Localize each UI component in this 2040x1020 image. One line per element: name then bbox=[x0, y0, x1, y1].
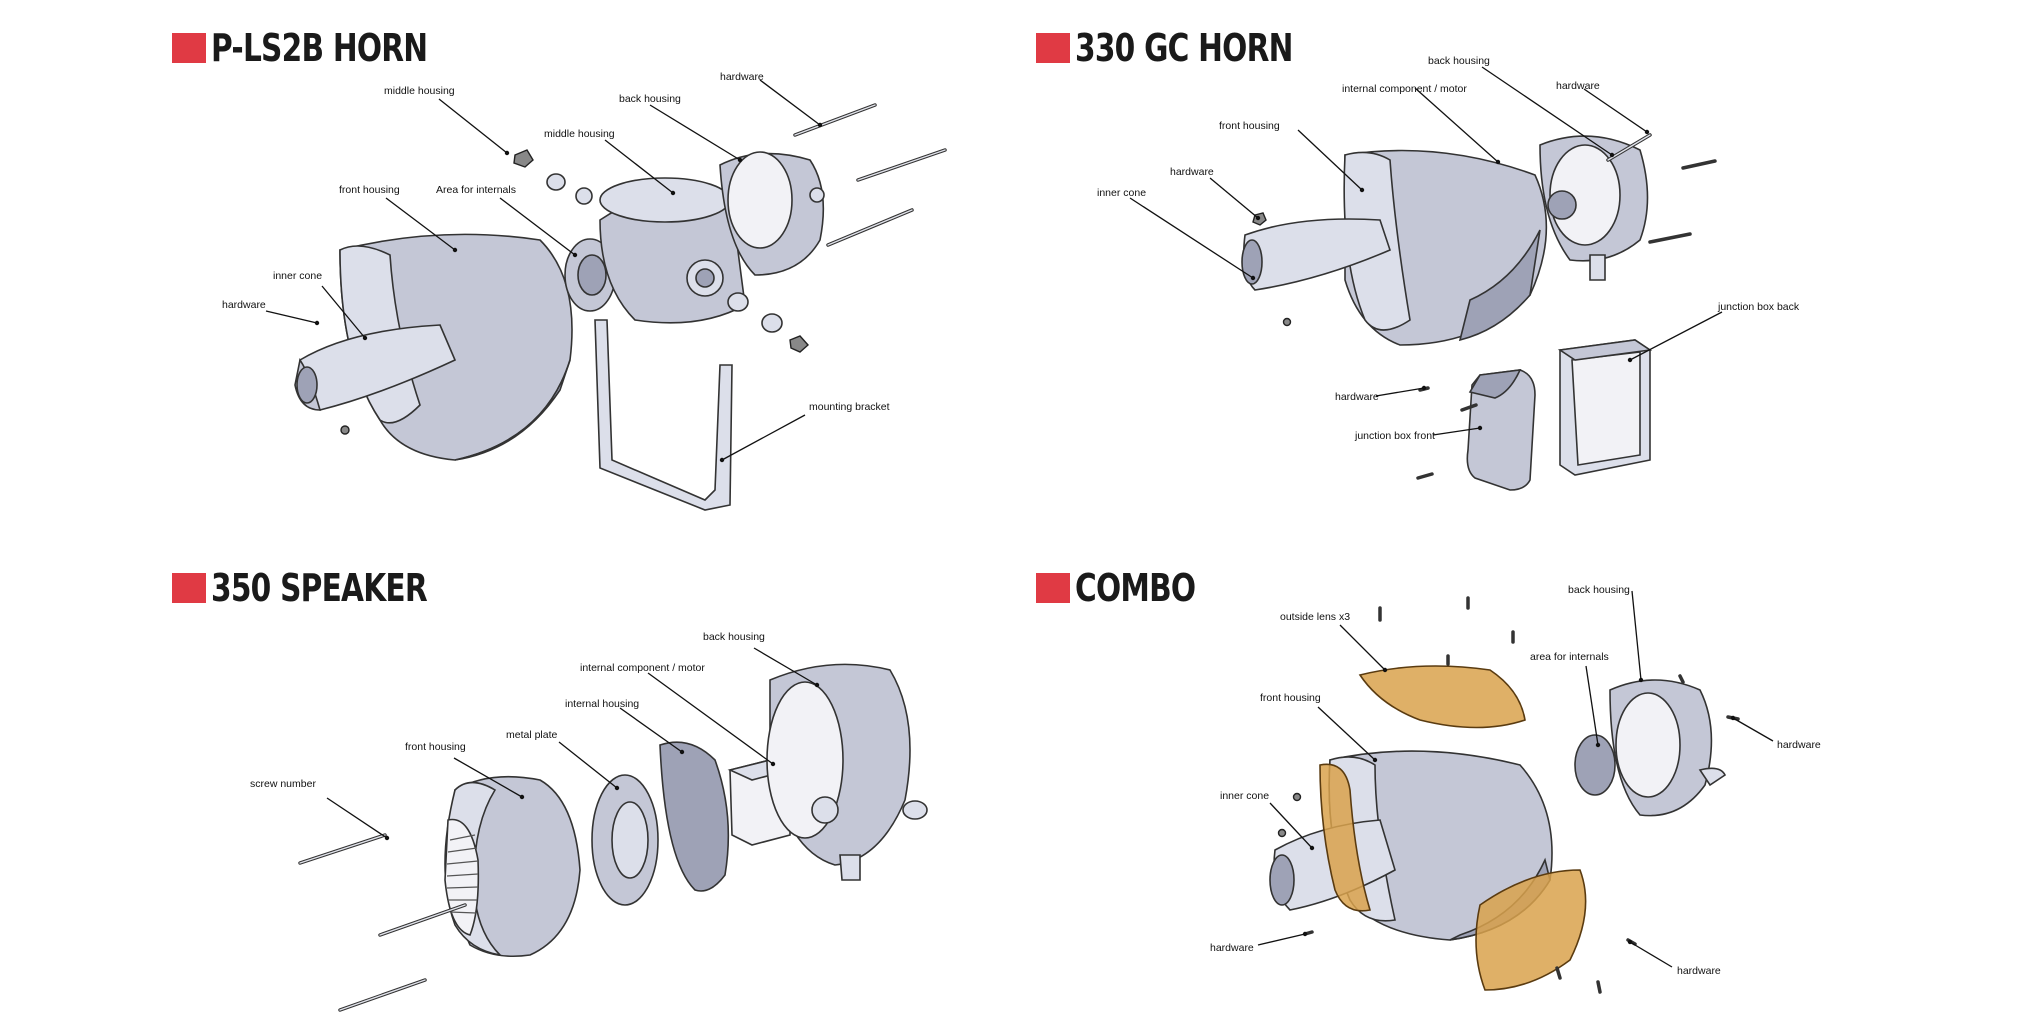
front-housing-shape bbox=[444, 775, 581, 958]
callout-labels: back housing internal component / motor … bbox=[250, 631, 765, 790]
label-area-for-internals: area for internals bbox=[1530, 651, 1609, 663]
leader-lines bbox=[326, 647, 820, 841]
back-housing-shape bbox=[1539, 135, 1649, 281]
callout-labels: middle housing hardware back housing mid… bbox=[222, 71, 890, 413]
callout-labels: back housing internal component / motor … bbox=[1097, 55, 1800, 442]
label-mounting-bracket: mounting bracket bbox=[809, 401, 890, 413]
outside-lens-shapes bbox=[1319, 665, 1587, 991]
panel-header-350-speaker: 350 SPEAKER bbox=[172, 566, 488, 610]
label-hardware-right: hardware bbox=[1777, 739, 1821, 751]
label-inner-cone: inner cone bbox=[1220, 790, 1269, 802]
hardware-rods bbox=[793, 103, 947, 247]
screws bbox=[298, 833, 467, 1012]
label-middle-housing: middle housing bbox=[544, 128, 615, 140]
panel-title: 330 GC HORN bbox=[1075, 26, 1293, 70]
internal-housing-shape bbox=[659, 741, 730, 892]
leader-lines bbox=[1129, 66, 1723, 436]
label-hardware-left: hardware bbox=[222, 299, 266, 311]
title-swatch bbox=[1036, 573, 1070, 603]
area-for-internals-shape bbox=[1574, 734, 1616, 796]
back-housing-shape bbox=[1609, 679, 1727, 817]
label-area-for-internals: Area for internals bbox=[436, 184, 516, 196]
junction-box-front-shape bbox=[1466, 369, 1536, 491]
label-inner-cone: inner cone bbox=[273, 270, 322, 282]
label-front-housing: front housing bbox=[339, 184, 400, 196]
label-metal-plate: metal plate bbox=[506, 729, 558, 741]
panel-title: COMBO bbox=[1075, 566, 1196, 610]
label-hardware: hardware bbox=[720, 71, 764, 83]
washers-and-nuts bbox=[340, 149, 809, 435]
label-hardware-left: hardware bbox=[1210, 942, 1254, 954]
inner-cone-shape bbox=[294, 324, 457, 411]
label-back-housing: back housing bbox=[619, 93, 681, 105]
metal-plate-shape bbox=[591, 774, 659, 906]
panel-header-combo: COMBO bbox=[1036, 566, 1229, 610]
label-hardware-lower: hardware bbox=[1335, 391, 1379, 403]
label-internal-housing: internal housing bbox=[565, 698, 639, 710]
inner-cone-shape bbox=[1241, 218, 1391, 291]
label-front-housing: front housing bbox=[405, 741, 466, 753]
label-back-housing: back housing bbox=[1568, 584, 1630, 596]
label-outside-lens: outside lens x3 bbox=[1280, 611, 1350, 623]
label-front-housing: front housing bbox=[1260, 692, 1321, 704]
label-junction-box-back: junction box back bbox=[1717, 301, 1800, 313]
label-screw-number: screw number bbox=[250, 778, 316, 790]
label-inner-cone: inner cone bbox=[1097, 187, 1146, 199]
label-junction-box-front: junction box front bbox=[1354, 430, 1435, 442]
title-swatch bbox=[172, 573, 206, 603]
label-hardware-bottom: hardware bbox=[1677, 965, 1721, 977]
leader-lines bbox=[265, 79, 823, 463]
panel-header-330-gc: 330 GC HORN bbox=[1036, 26, 1354, 70]
label-front-housing: front housing bbox=[1219, 120, 1280, 132]
label-middle-housing-top: middle housing bbox=[384, 85, 455, 97]
leader-lines bbox=[1257, 590, 1774, 968]
label-internal-component: internal component / motor bbox=[580, 662, 705, 674]
panel-header-p-ls2b: P-LS2B HORN bbox=[172, 26, 488, 70]
label-internal-component: internal component / motor bbox=[1342, 83, 1467, 95]
title-swatch bbox=[172, 33, 206, 63]
title-swatch bbox=[1036, 33, 1070, 63]
label-hardware-top: hardware bbox=[1556, 80, 1600, 92]
label-hardware: hardware bbox=[1170, 166, 1214, 178]
panel-title: P-LS2B HORN bbox=[211, 26, 428, 70]
mounting-bracket-shape bbox=[594, 319, 733, 511]
label-back-housing: back housing bbox=[703, 631, 765, 643]
back-housing-shape bbox=[719, 151, 825, 276]
junction-box-back-shape bbox=[1557, 339, 1653, 476]
label-back-housing: back housing bbox=[1428, 55, 1490, 67]
panel-title: 350 SPEAKER bbox=[211, 566, 428, 610]
callout-labels: back housing outside lens x3 area for in… bbox=[1210, 584, 1821, 977]
back-housing-shape bbox=[766, 663, 928, 881]
